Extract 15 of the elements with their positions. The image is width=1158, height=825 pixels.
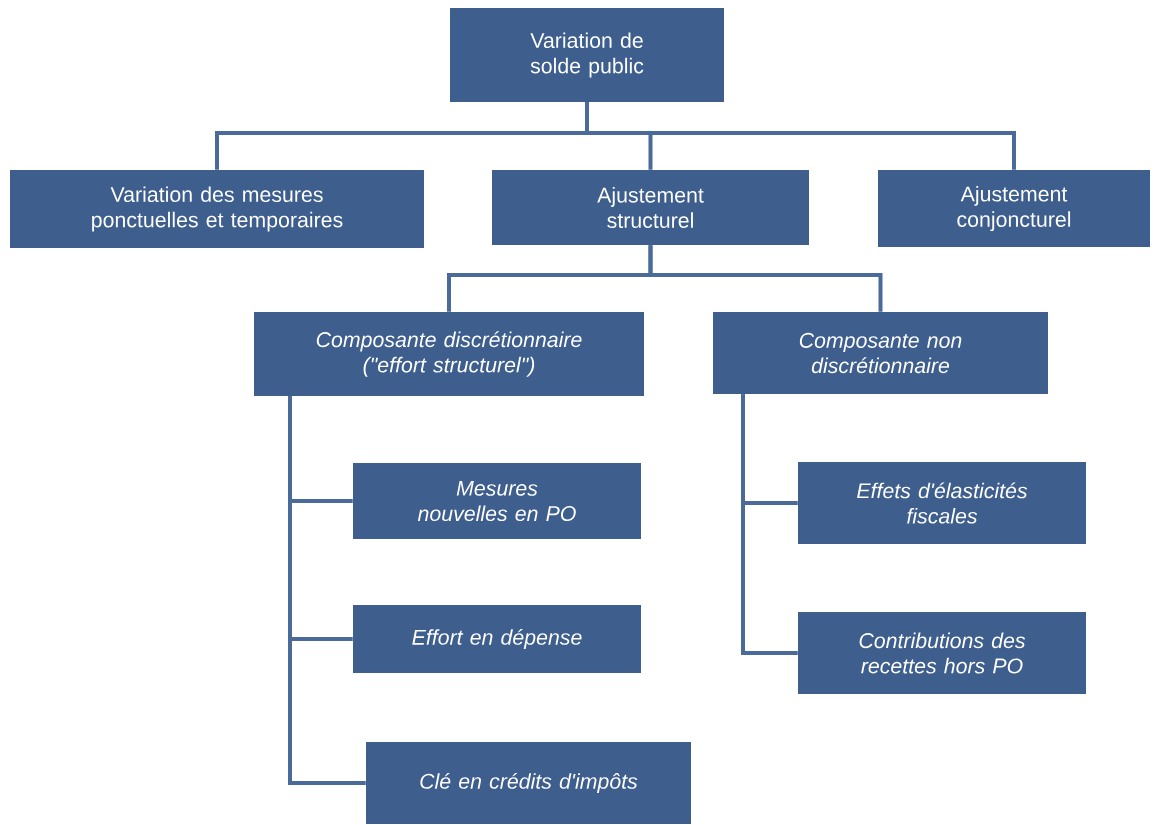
text-box: Composante discrétionnaire ("effort structurel") bbox=[254, 312, 644, 396]
text-box: Variation des mesures ponctuelles et temporaires bbox=[10, 170, 424, 248]
text-box: Effets d'élasticités fiscales bbox=[798, 462, 1086, 544]
text-box: Clé en crédits d'impôts bbox=[366, 742, 691, 824]
connector-line bbox=[585, 102, 1016, 170]
connector-line bbox=[741, 394, 798, 655]
text-box: Ajustement structurel bbox=[492, 170, 809, 245]
text-box: Composante non discrétionnaire bbox=[713, 312, 1048, 394]
text-box: Ajustement conjoncturel bbox=[878, 170, 1150, 247]
text-box: Mesures nouvelles en PO bbox=[353, 463, 641, 539]
connector-line bbox=[648, 245, 883, 312]
connector-line bbox=[288, 396, 366, 785]
text-box: Variation de solde public bbox=[450, 8, 724, 102]
text-box: Contributions des recettes hors PO bbox=[798, 612, 1086, 694]
text-box: Effort en dépense bbox=[353, 605, 641, 673]
